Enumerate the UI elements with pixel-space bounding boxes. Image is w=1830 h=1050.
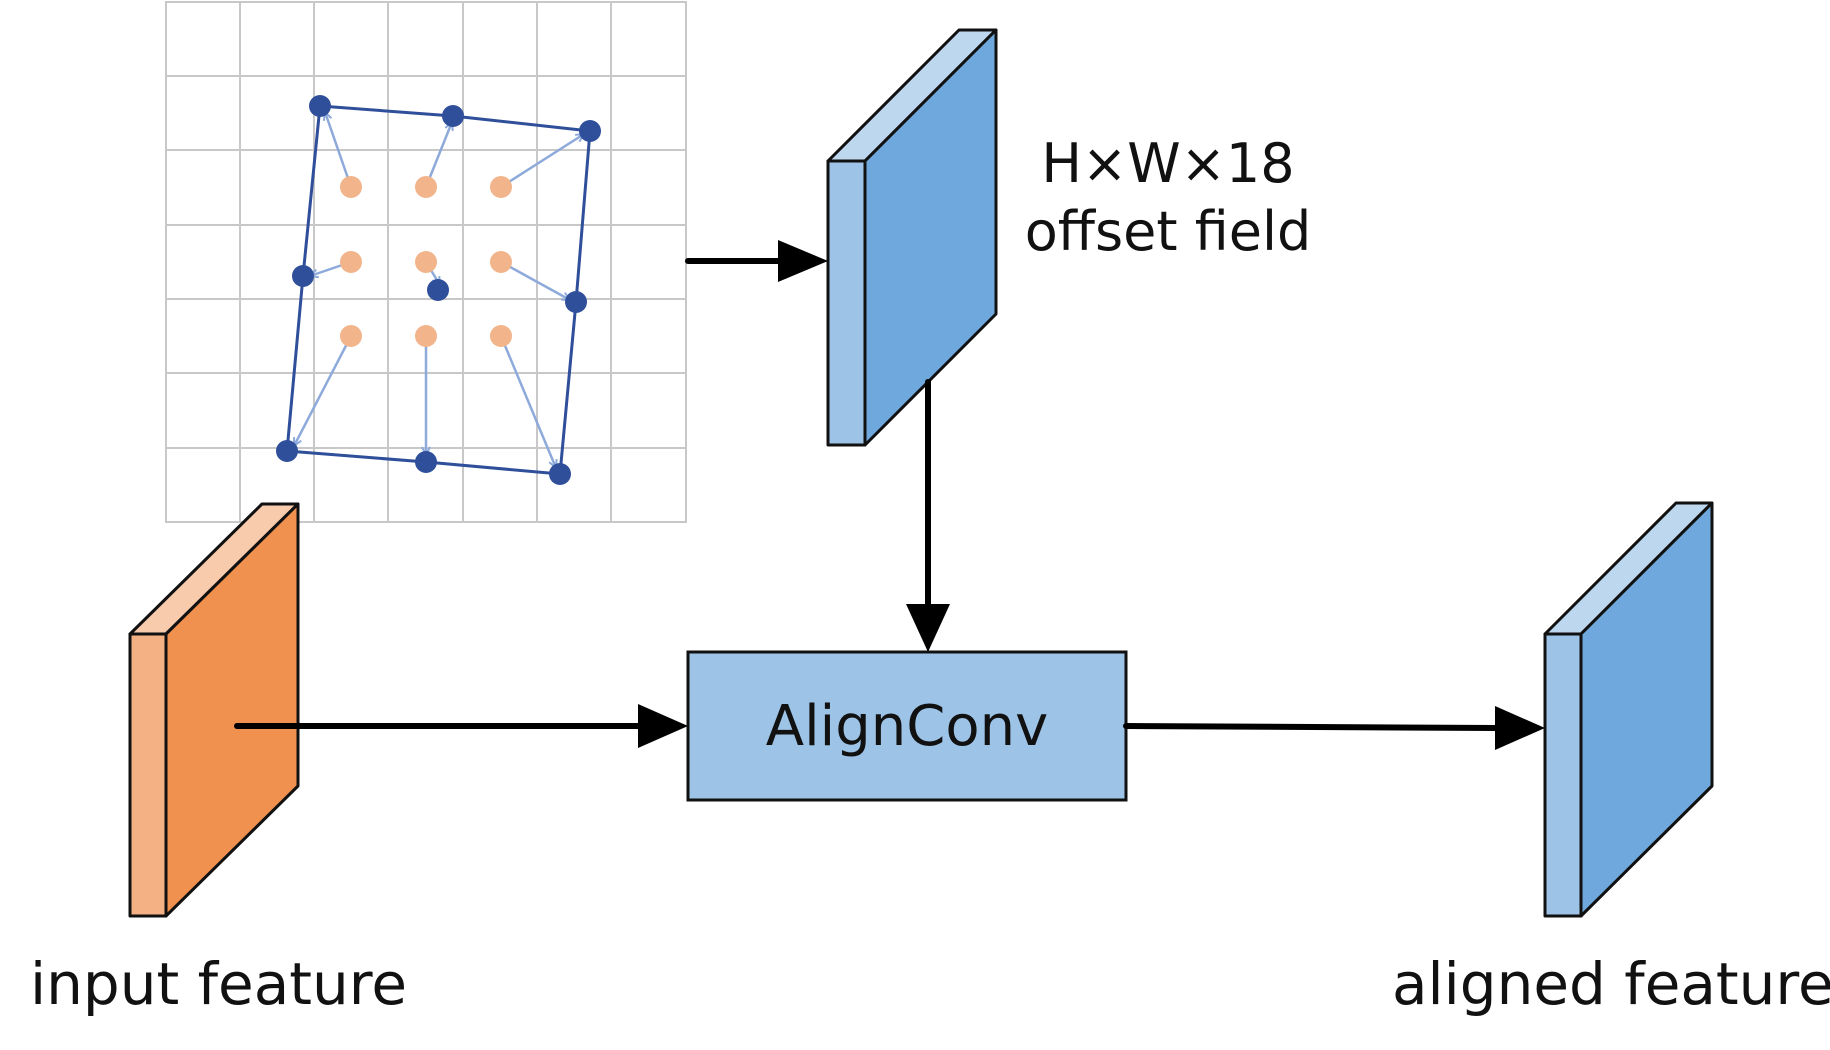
- offset-field-block: [826, 28, 998, 447]
- flow-arrows: [234, 240, 1545, 750]
- offset-field-dims: H×W×18: [1041, 132, 1295, 195]
- input-to-alignconv-arrow-head: [638, 704, 688, 748]
- offset-field-front-face: [826, 159, 867, 447]
- offset-field-caption: offset field: [1024, 200, 1312, 263]
- alignconv-to-aligned-arrow-head: [1495, 706, 1545, 750]
- aligned-feature-label: aligned feature: [1392, 950, 1830, 1018]
- alignconv-box: [686, 650, 1128, 802]
- alignconv-to-aligned-arrow-shaft: [1123, 723, 1499, 731]
- input-feature-block: [128, 502, 300, 918]
- input-feature-label: input feature: [30, 950, 408, 1018]
- grid-to-offset-arrow-head: [778, 240, 828, 282]
- offset-to-alignconv-arrow-head: [906, 604, 950, 652]
- alignconv-label: AlignConv: [765, 693, 1049, 759]
- aligned-feature-front-face: [1543, 632, 1583, 918]
- input-feature-front-face: [128, 632, 168, 918]
- aligned-feature-block: [1543, 501, 1714, 918]
- offset-field-label: H×W×18 offset field: [1018, 130, 1318, 266]
- regular-sampling-points: [340, 176, 512, 347]
- offset-sampling-points: [276, 95, 601, 485]
